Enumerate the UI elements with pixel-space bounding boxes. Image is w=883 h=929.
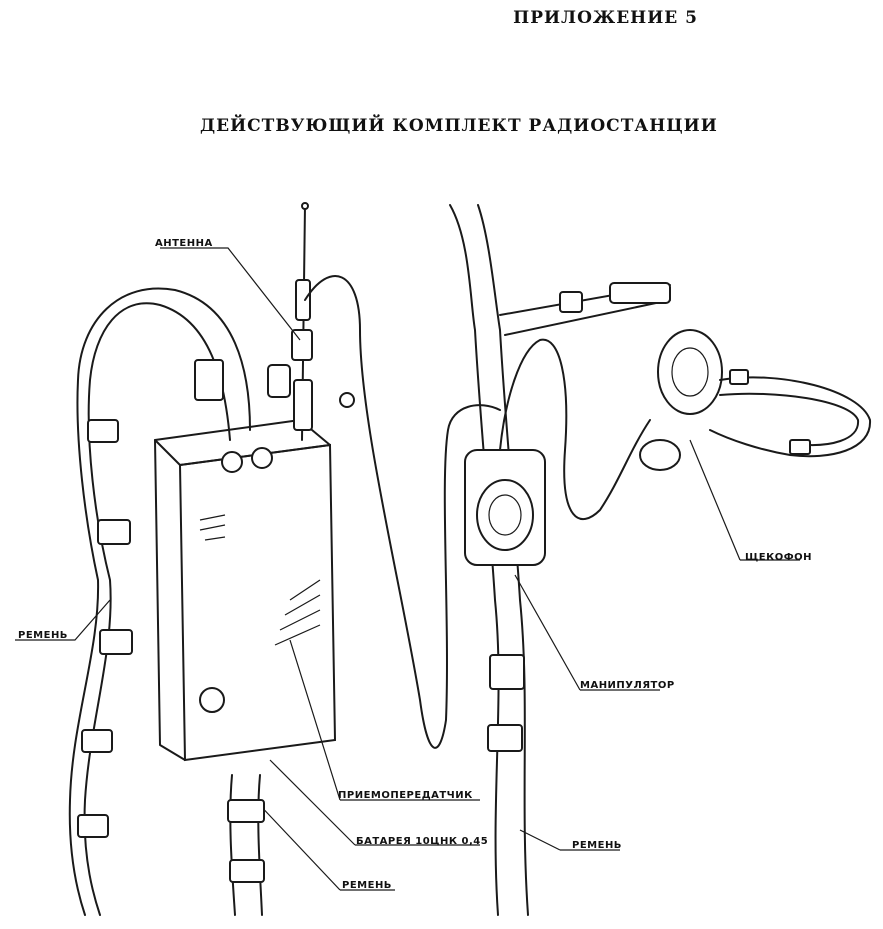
label-strap-left: РЕМЕНЬ: [18, 630, 68, 641]
label-manipulator: МАНИПУЛЯТОР: [580, 680, 675, 691]
antenna: [267, 202, 355, 441]
cable: [304, 275, 501, 749]
page-title: ДЕЙСТВУЮЩИЙ КОМПЛЕКТ РАДИОСТАНЦИИ: [200, 116, 718, 136]
label-antenna: АНТЕННА: [155, 238, 213, 249]
left-shoulder-strap: [68, 287, 251, 916]
leader-lines: [15, 247, 800, 891]
headset-device: [639, 329, 872, 471]
label-strap-right: РЕМЕНЬ: [572, 840, 622, 851]
label-strap-bottom: РЕМЕНЬ: [342, 880, 392, 891]
label-headset: ЩЕКОФОН: [745, 552, 813, 563]
label-transceiver: ПРИЕМОПЕРЕДАТЧИК: [338, 790, 473, 801]
manipulator-device: [464, 338, 651, 566]
appendix-number: ПРИЛОЖЕНИЕ 5: [513, 8, 698, 28]
bottom-strap: [227, 774, 265, 916]
transceiver-box: [154, 419, 337, 762]
label-battery: БАТАРЕЯ 10ЦНК 0,45: [356, 836, 489, 847]
